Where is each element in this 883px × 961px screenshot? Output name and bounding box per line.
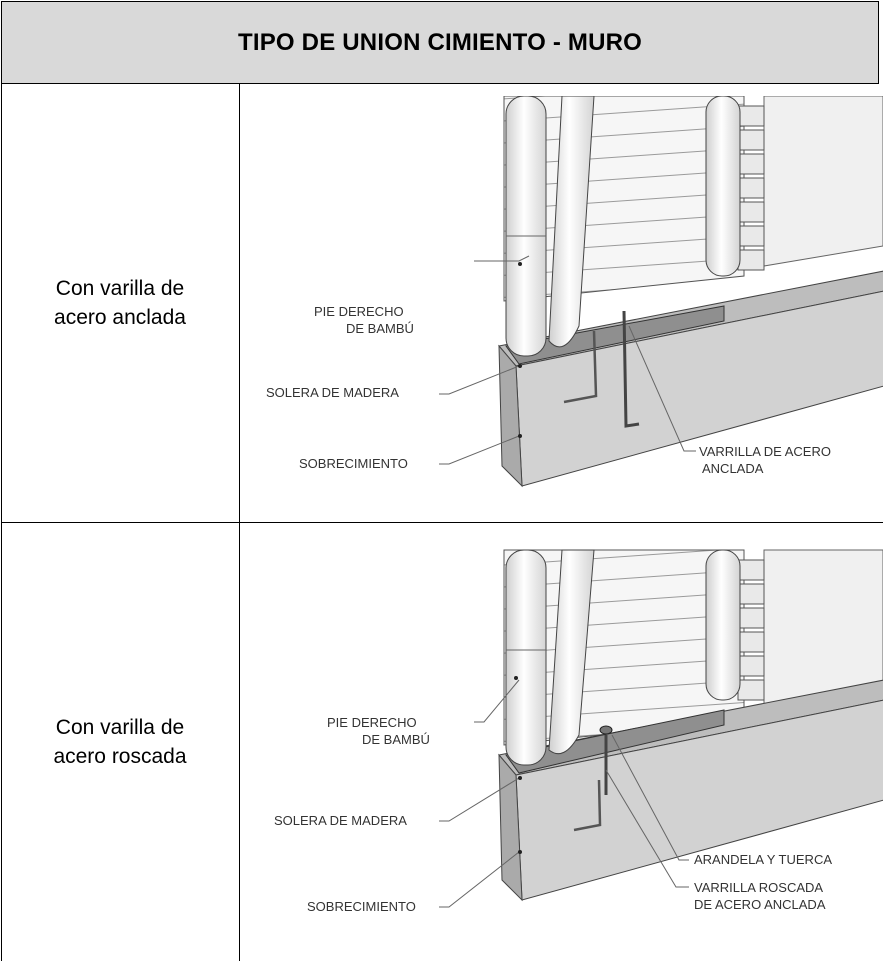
foundation-callout: SOBRECIMIENTO (299, 456, 408, 471)
plastered-wall (763, 96, 883, 267)
foundation-callout: SOBRECIMIENTO (307, 899, 416, 914)
brick-edge (737, 559, 765, 701)
table-title: TIPO DE UNION CIMIENTO - MURO (237, 28, 643, 56)
row-1-label-line2: acero anclada (54, 306, 186, 329)
row-2-label-line2: acero roscada (53, 745, 187, 768)
bamboo-post-3 (705, 549, 741, 701)
bamboo-post-2 (548, 96, 595, 348)
bamboo-post-3 (705, 96, 741, 277)
rod-callout-line1: VARRILLA ROSCADA (694, 880, 823, 895)
bamboo-post-1 (505, 96, 547, 357)
table-header: TIPO DE UNION CIMIENTO - MURO (1, 1, 879, 84)
sill-callout: SOLERA DE MADERA (266, 385, 399, 400)
post-callout-line1: PIE DERECHO (314, 304, 404, 319)
anchored-rod-joint-drawing: PIE DERECHO DE BAMBÚ SOLERA DE MADERA SO… (266, 96, 883, 488)
row-2-label: Con varilla de acero roscada (0, 523, 240, 961)
rod-callout-line1: VARRILLA DE ACERO (699, 444, 831, 459)
row-1-label: Con varilla de acero anclada (0, 84, 240, 522)
washer-nut (599, 725, 613, 735)
row-1-label-line1: Con varilla de (55, 277, 185, 300)
rod-callout-line2: ANCLADA (702, 461, 764, 476)
rod-callout-line2: DE ACERO ANCLADA (694, 897, 826, 912)
post-callout-line2: DE BAMBÚ (346, 321, 414, 336)
wooden-sill (505, 305, 725, 365)
foundation-front (498, 344, 523, 488)
row-2-label-line1: Con varilla de (55, 716, 185, 739)
washer-callout: ARANDELA Y TUERCA (694, 852, 832, 867)
brick-edge (737, 105, 765, 271)
bamboo-post-2 (548, 549, 595, 755)
bamboo-post-1 (505, 549, 547, 766)
post-callout-line1: PIE DERECHO (327, 715, 417, 730)
table-row-divider (1, 522, 883, 523)
threaded-rod-joint-drawing: PIE DERECHO DE BAMBÚ SOLERA DE MADERA SO… (274, 549, 883, 914)
sill-callout: SOLERA DE MADERA (274, 813, 407, 828)
post-callout-line2: DE BAMBÚ (362, 732, 430, 747)
steel-rod (622, 310, 640, 428)
